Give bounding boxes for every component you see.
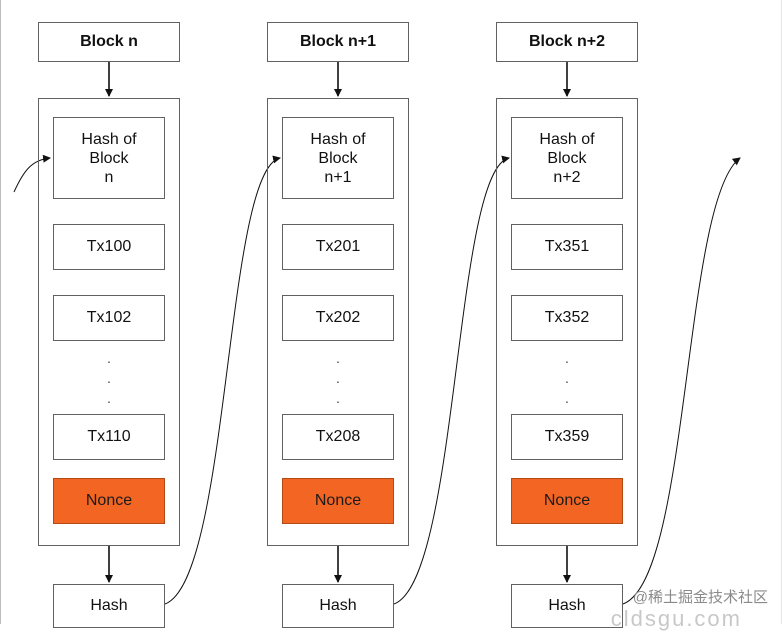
block-title-n1: Block n+1 <box>267 22 409 62</box>
nonce-field: Nonce <box>282 478 394 524</box>
block-container-n1 <box>267 98 409 546</box>
ellipsis-dots: . . . <box>336 350 340 406</box>
block-hash-n1: Hash <box>282 584 394 628</box>
hash-of-previous-block-n2: Hash of Block n+2 <box>511 117 623 199</box>
watermark-faint: cldsgu.com <box>610 606 742 631</box>
nonce-field: Nonce <box>53 478 165 524</box>
tx-item: Tx102 <box>53 295 165 341</box>
chain-link-n2-to-next <box>622 157 741 605</box>
block-title-n2: Block n+2 <box>496 22 638 62</box>
tx-item: Tx351 <box>511 224 623 270</box>
ellipsis-dots: . . . <box>565 350 569 406</box>
block-container-n <box>38 98 180 546</box>
block-hash-n: Hash <box>53 584 165 628</box>
tx-item: Tx359 <box>511 414 623 460</box>
tx-item: Tx208 <box>282 414 394 460</box>
hash-of-previous-block-n: Hash of Block n <box>53 117 165 199</box>
tx-item: Tx100 <box>53 224 165 270</box>
nonce-field: Nonce <box>511 478 623 524</box>
hash-of-previous-block-n1: Hash of Block n+1 <box>282 117 394 199</box>
tx-item: Tx352 <box>511 295 623 341</box>
block-hash-n2: Hash <box>511 584 623 628</box>
block-title-n: Block n <box>38 22 180 62</box>
watermark: @稀土掘金技术社区 <box>632 589 768 606</box>
chain-link-incoming <box>13 154 51 193</box>
chain-link-n-to-n1 <box>164 155 281 605</box>
tx-item: Tx201 <box>282 224 394 270</box>
ellipsis-dots: . . . <box>107 350 111 406</box>
tx-item: Tx202 <box>282 295 394 341</box>
block-container-n2 <box>496 98 638 546</box>
tx-item: Tx110 <box>53 414 165 460</box>
chain-link-n1-to-n2 <box>393 155 510 605</box>
